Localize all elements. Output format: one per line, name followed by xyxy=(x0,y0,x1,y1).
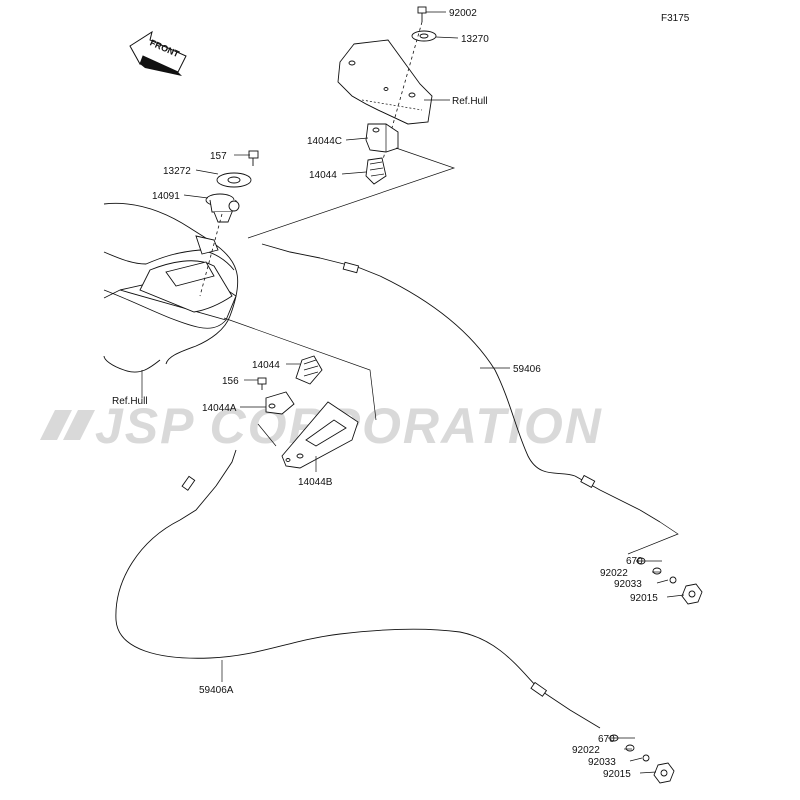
nut-assembly-upper xyxy=(636,557,703,605)
front-arrow-icon: FRONT xyxy=(129,30,187,76)
label-14044B: 14044B xyxy=(298,477,333,488)
label-ref-hull-top: Ref.Hull xyxy=(452,96,488,107)
label-92022-upper: 92022 xyxy=(600,568,628,579)
label-13270: 13270 xyxy=(461,34,489,45)
label-92015-lower: 92015 xyxy=(603,769,631,780)
label-670-upper: 670 xyxy=(626,556,643,567)
steering-cable-59406A xyxy=(115,449,601,729)
label-157: 157 xyxy=(210,151,227,162)
label-92022-lower: 92022 xyxy=(572,745,600,756)
label-14044C: 14044C xyxy=(307,136,342,147)
hull-bracket-top xyxy=(337,6,437,185)
hull-section-left xyxy=(103,202,239,373)
leader-lines xyxy=(141,11,685,774)
middle-bracket-assembly xyxy=(257,355,359,469)
label-156: 156 xyxy=(222,376,239,387)
label-92002-top: 92002 xyxy=(449,8,477,19)
label-92033-upper: 92033 xyxy=(614,579,642,590)
label-92033-lower: 92033 xyxy=(588,757,616,768)
connection-lines xyxy=(223,147,679,555)
steering-cable-59406 xyxy=(261,243,661,523)
part-labels: 92002 13270 Ref.Hull 14044C 14044 157 13… xyxy=(112,8,658,780)
label-13272: 13272 xyxy=(163,166,191,177)
label-14044-mid: 14044 xyxy=(252,360,280,371)
label-ref-hull-left: Ref.Hull xyxy=(112,396,148,407)
label-14044A: 14044A xyxy=(202,403,237,414)
steering-bolt-assembly xyxy=(199,150,259,297)
label-59406A: 59406A xyxy=(199,685,234,696)
label-670-lower: 670 xyxy=(598,734,615,745)
label-92015-upper: 92015 xyxy=(630,593,658,604)
label-59406: 59406 xyxy=(513,364,541,375)
label-14091: 14091 xyxy=(152,191,180,202)
label-14044-top: 14044 xyxy=(309,170,337,181)
figure-code: F3175 xyxy=(661,13,690,24)
